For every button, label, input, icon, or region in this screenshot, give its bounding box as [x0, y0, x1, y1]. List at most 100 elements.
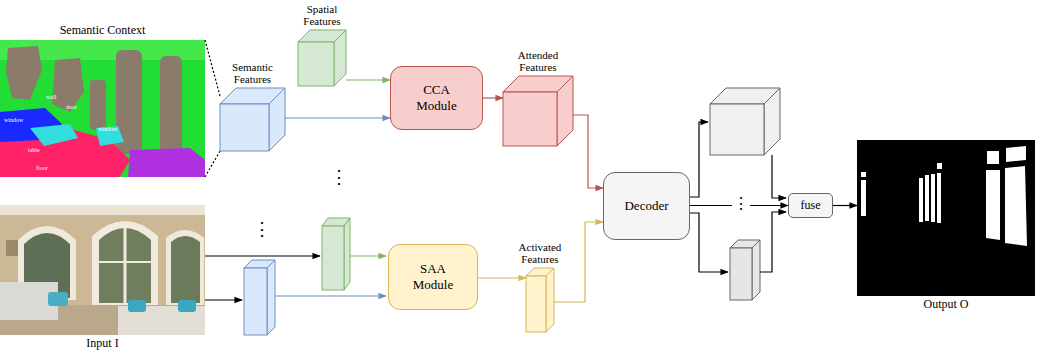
ellipsis-dots: ⋮	[330, 168, 348, 186]
cube-face	[298, 42, 334, 86]
output-mask	[1006, 146, 1026, 162]
connector	[833, 205, 857, 206]
connector	[285, 117, 390, 118]
module-box: SAA Module	[388, 244, 478, 310]
region-label: floor	[36, 165, 48, 171]
semantic-map	[0, 40, 205, 177]
cube-face	[526, 276, 546, 332]
feature-cube	[244, 260, 275, 335]
semantic-map	[6, 46, 42, 100]
connector	[554, 222, 603, 302]
output-mask	[861, 172, 866, 177]
cube-face	[334, 30, 346, 86]
input-photo	[48, 292, 68, 306]
semantic-map	[160, 56, 182, 156]
output-mask	[861, 180, 866, 216]
feature-cube	[322, 218, 350, 290]
feature-cube: Spatial Features	[298, 30, 346, 86]
cube-shape	[220, 88, 285, 151]
output-mask	[857, 140, 1035, 296]
output-mask	[937, 163, 942, 169]
semantic-map	[90, 80, 106, 130]
node-heading: Activated Features	[505, 241, 575, 266]
output-image: Output O	[857, 140, 1035, 296]
connector	[478, 277, 526, 278]
output-mask	[937, 173, 941, 223]
cube-face	[557, 76, 573, 146]
cube-face	[220, 104, 269, 151]
box-label: fuse	[801, 198, 821, 212]
feature-cube: Activated Features	[526, 268, 554, 332]
region-label: window	[4, 117, 23, 123]
connector	[205, 40, 220, 177]
wire	[772, 155, 786, 198]
wire	[205, 122, 786, 300]
output-mask	[925, 175, 929, 221]
semantic-map	[30, 124, 78, 146]
input-photo	[99, 261, 151, 263]
region-label: window	[98, 126, 117, 132]
input-photo	[0, 205, 205, 335]
feature-cube	[244, 268, 267, 335]
node-heading: Semantic Features	[218, 61, 288, 86]
input-photo	[178, 300, 196, 312]
connector-layer	[205, 40, 857, 302]
output-cube	[710, 104, 764, 155]
node-heading: Attended Features	[503, 49, 573, 74]
semantic-map	[128, 148, 205, 177]
input-photo	[0, 205, 205, 335]
region-label: door	[66, 104, 77, 110]
output-mask	[987, 151, 999, 164]
decoder-box: Decoder	[603, 172, 690, 240]
input-image: Input I	[0, 205, 205, 335]
semantic-context-image: Semantic Context	[0, 40, 205, 177]
region-label: wall	[46, 94, 56, 100]
region-label: table	[28, 147, 40, 153]
output-cube	[730, 240, 760, 300]
wire	[690, 213, 728, 272]
feature-cube: Attended Features	[503, 76, 573, 146]
node-heading: Spatial Features	[292, 3, 352, 28]
box-label: CCA Module	[407, 82, 467, 113]
wire	[275, 295, 386, 296]
output-mask	[1005, 166, 1027, 246]
feature-cube	[267, 260, 275, 335]
connector	[346, 79, 390, 80]
semantic-map	[96, 126, 124, 146]
cube-shape	[503, 76, 573, 146]
cube-shape	[526, 268, 554, 332]
node-heading: Input I	[53, 337, 153, 351]
ellipsis-dots: ⋮	[732, 196, 750, 212]
output-cube	[730, 248, 752, 300]
cube-face	[269, 88, 285, 151]
ellipsis-dots: ⋮	[253, 220, 271, 238]
wire	[690, 122, 708, 197]
input-photo	[0, 205, 205, 215]
output-mask	[931, 174, 935, 222]
wire	[205, 299, 242, 300]
output-mask	[919, 178, 923, 222]
input-photo	[128, 300, 146, 312]
feature-cube: Semantic Features	[220, 88, 285, 151]
input-photo	[171, 236, 200, 303]
input-photo	[166, 230, 204, 305]
output-cube	[710, 88, 780, 155]
cube-face	[503, 92, 557, 146]
output-cube	[752, 240, 760, 300]
box-label: SAA Module	[403, 261, 463, 292]
semantic-map	[0, 40, 205, 177]
feature-cube	[344, 218, 350, 290]
semantic-map	[52, 58, 84, 112]
output-cube	[764, 88, 780, 155]
output-mask	[986, 170, 1000, 240]
node-heading: Output O	[896, 298, 996, 312]
cube-shape	[298, 30, 346, 86]
wire	[350, 255, 386, 256]
connector	[483, 97, 503, 98]
wire	[205, 255, 320, 256]
input-photo	[92, 221, 158, 305]
input-photo	[6, 240, 18, 256]
wire	[760, 212, 786, 272]
module-box: CCA Module	[390, 66, 483, 130]
